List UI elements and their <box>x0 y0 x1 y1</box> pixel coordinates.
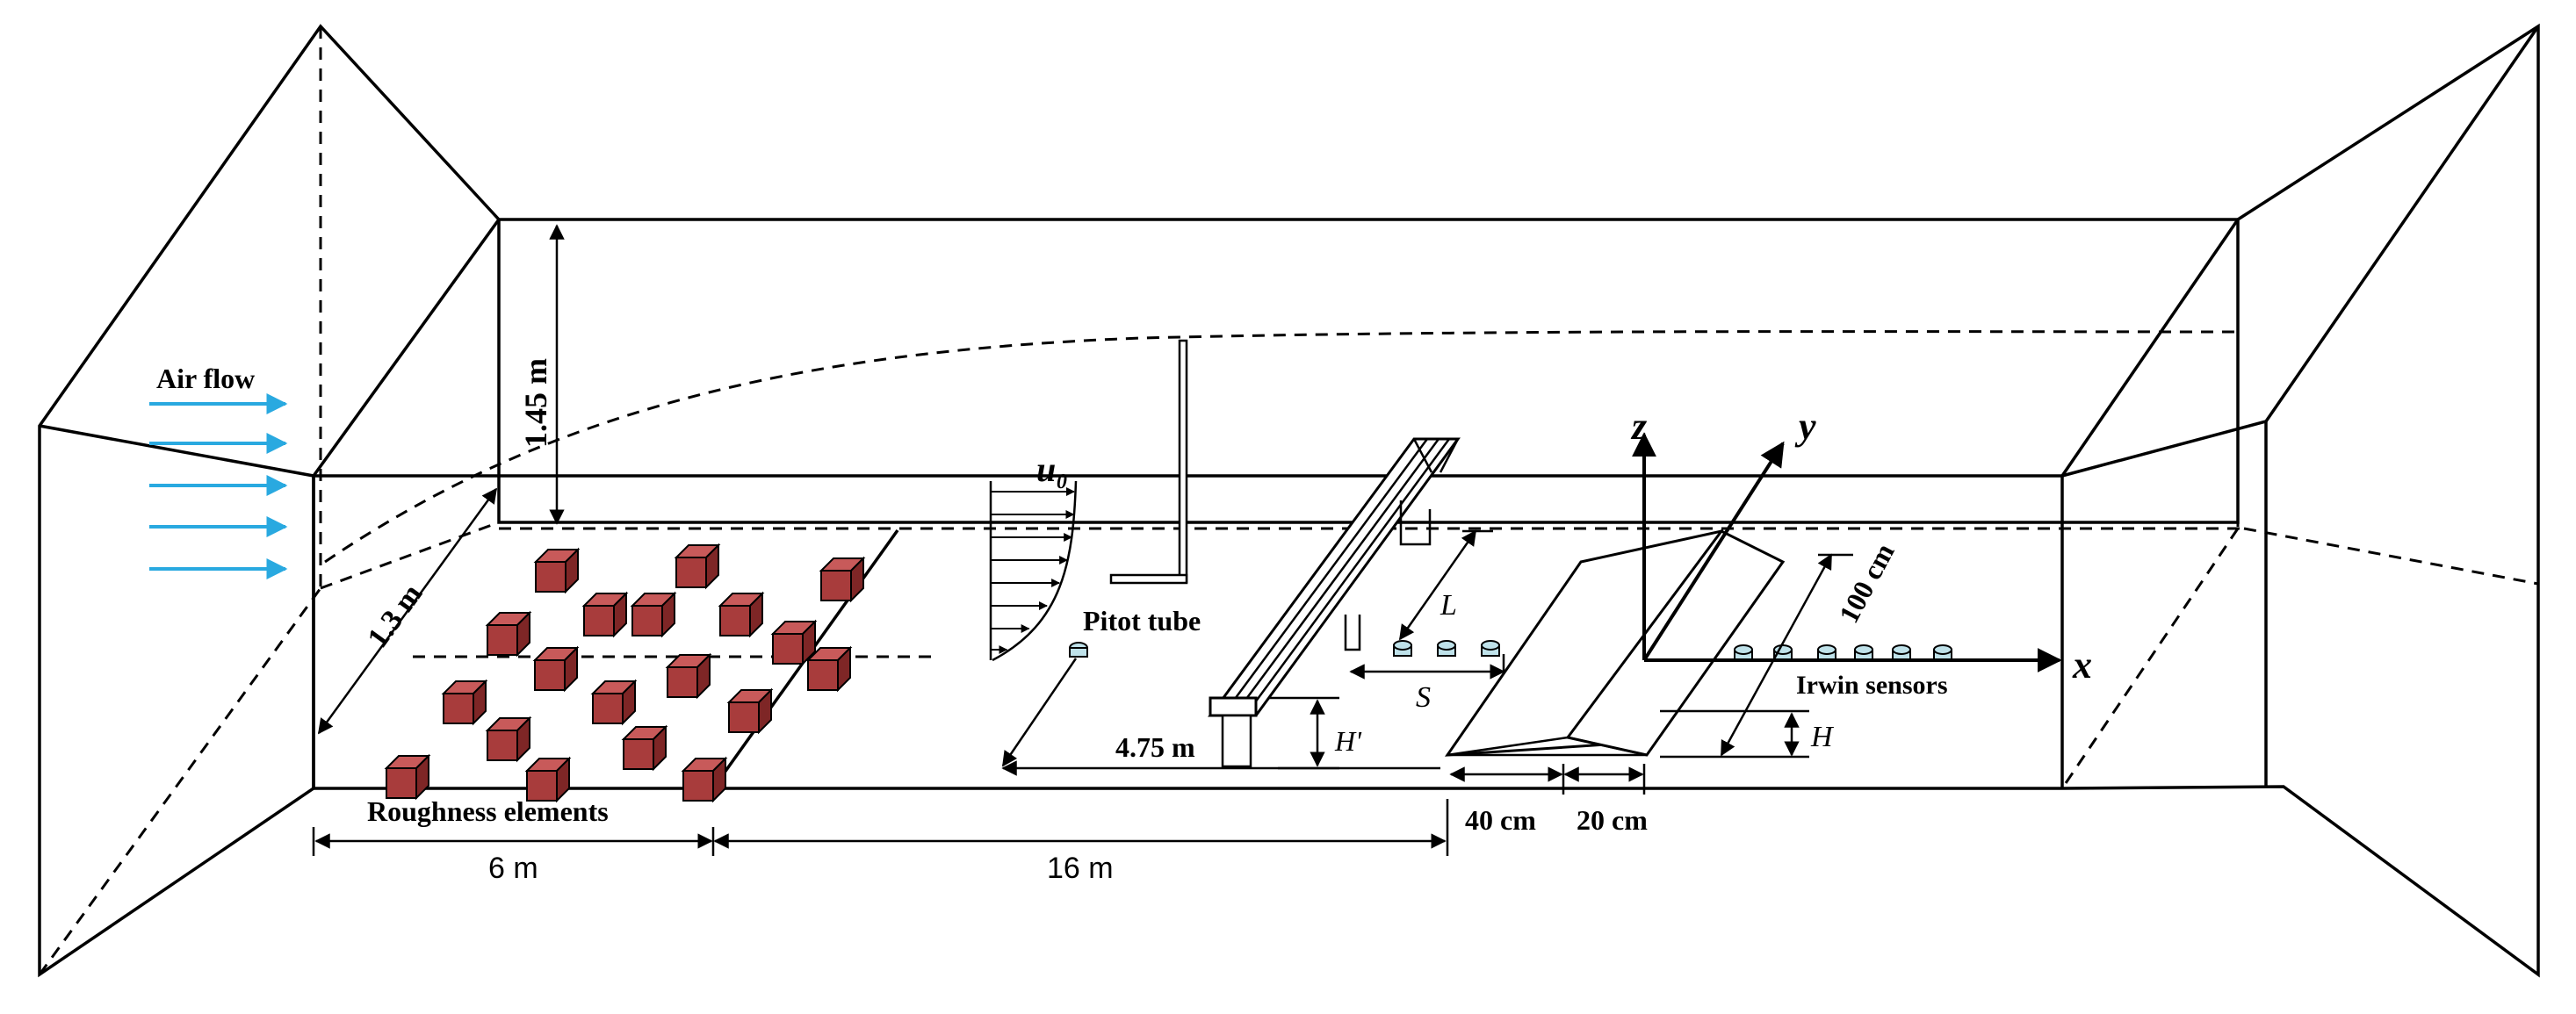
h-dimension <box>1660 553 1853 759</box>
s-label: S <box>1416 681 1431 714</box>
irwin-sensor <box>1437 640 1456 657</box>
inlet-section <box>38 24 501 978</box>
width-label: 1.3 m <box>362 579 429 654</box>
roughness-elements <box>384 543 866 803</box>
irwin-label: Irwin sensors <box>1796 671 1948 700</box>
l-label: L <box>1440 589 1457 622</box>
irwin-sensor <box>1734 644 1753 661</box>
irwin-sensor <box>1817 644 1836 661</box>
dist-pitot-label: 4.75 m <box>1115 731 1195 763</box>
roughness-cube <box>819 556 866 603</box>
roughness-cube <box>805 645 853 693</box>
dim-40cm-label: 40 cm <box>1465 804 1536 836</box>
air-flow-arrows <box>149 393 288 579</box>
irwin-sensor <box>1854 644 1873 661</box>
roughness-cube <box>581 591 629 638</box>
roughness-cube <box>384 753 431 801</box>
irwin-sensor <box>1892 644 1911 661</box>
axes <box>1632 432 2062 672</box>
velocity-profile <box>989 480 1078 662</box>
roughness-cube <box>630 591 677 638</box>
height-label: 1.45 m <box>518 358 553 448</box>
dim-16m-label: 16 m <box>1047 852 1114 885</box>
width-dimension <box>317 487 498 735</box>
z-axis-label: z <box>1630 405 1647 448</box>
roughness-cube <box>532 645 580 693</box>
air-flow-label: Air flow <box>156 363 255 394</box>
bottom-dimensions <box>312 799 1449 856</box>
dim-6m-label: 6 m <box>488 852 538 885</box>
u0-label: u₀ <box>1036 449 1068 489</box>
roughness-cube <box>590 679 638 726</box>
roughness-cube <box>441 679 488 726</box>
roughness-cube <box>524 756 572 803</box>
y-axis-label: y <box>1794 405 1816 448</box>
roughness-cube <box>681 756 728 803</box>
h-prime-dimension <box>1269 696 1339 770</box>
roughness-cube <box>726 687 774 735</box>
pitot-tube <box>1001 339 1440 776</box>
h-label: H <box>1810 721 1835 753</box>
pitot-label: Pitot tube <box>1083 605 1201 636</box>
roughness-cube <box>485 716 532 763</box>
irwin-sensor <box>1933 644 1952 661</box>
roughness-cube <box>718 591 765 638</box>
h-prime-label: H' <box>1334 725 1362 757</box>
x-axis-label: x <box>2072 644 2092 687</box>
roughness-cube <box>533 547 581 594</box>
roughness-cube <box>621 724 668 772</box>
irwin-sensor <box>1393 640 1412 657</box>
roughness-cube <box>770 619 818 666</box>
outlet-section <box>2060 23 2540 978</box>
roughness-cube <box>485 610 532 658</box>
model-dimensions <box>1449 764 1646 795</box>
dim-20cm-label: 20 cm <box>1577 804 1648 836</box>
barrier <box>1208 437 1461 768</box>
irwin-sensor <box>1481 640 1500 657</box>
roughness-label: Roughness elements <box>367 795 609 827</box>
roughness-cube <box>674 543 721 590</box>
len-100cm-label: 100 cm <box>1832 538 1900 629</box>
roughness-cube <box>665 652 712 700</box>
